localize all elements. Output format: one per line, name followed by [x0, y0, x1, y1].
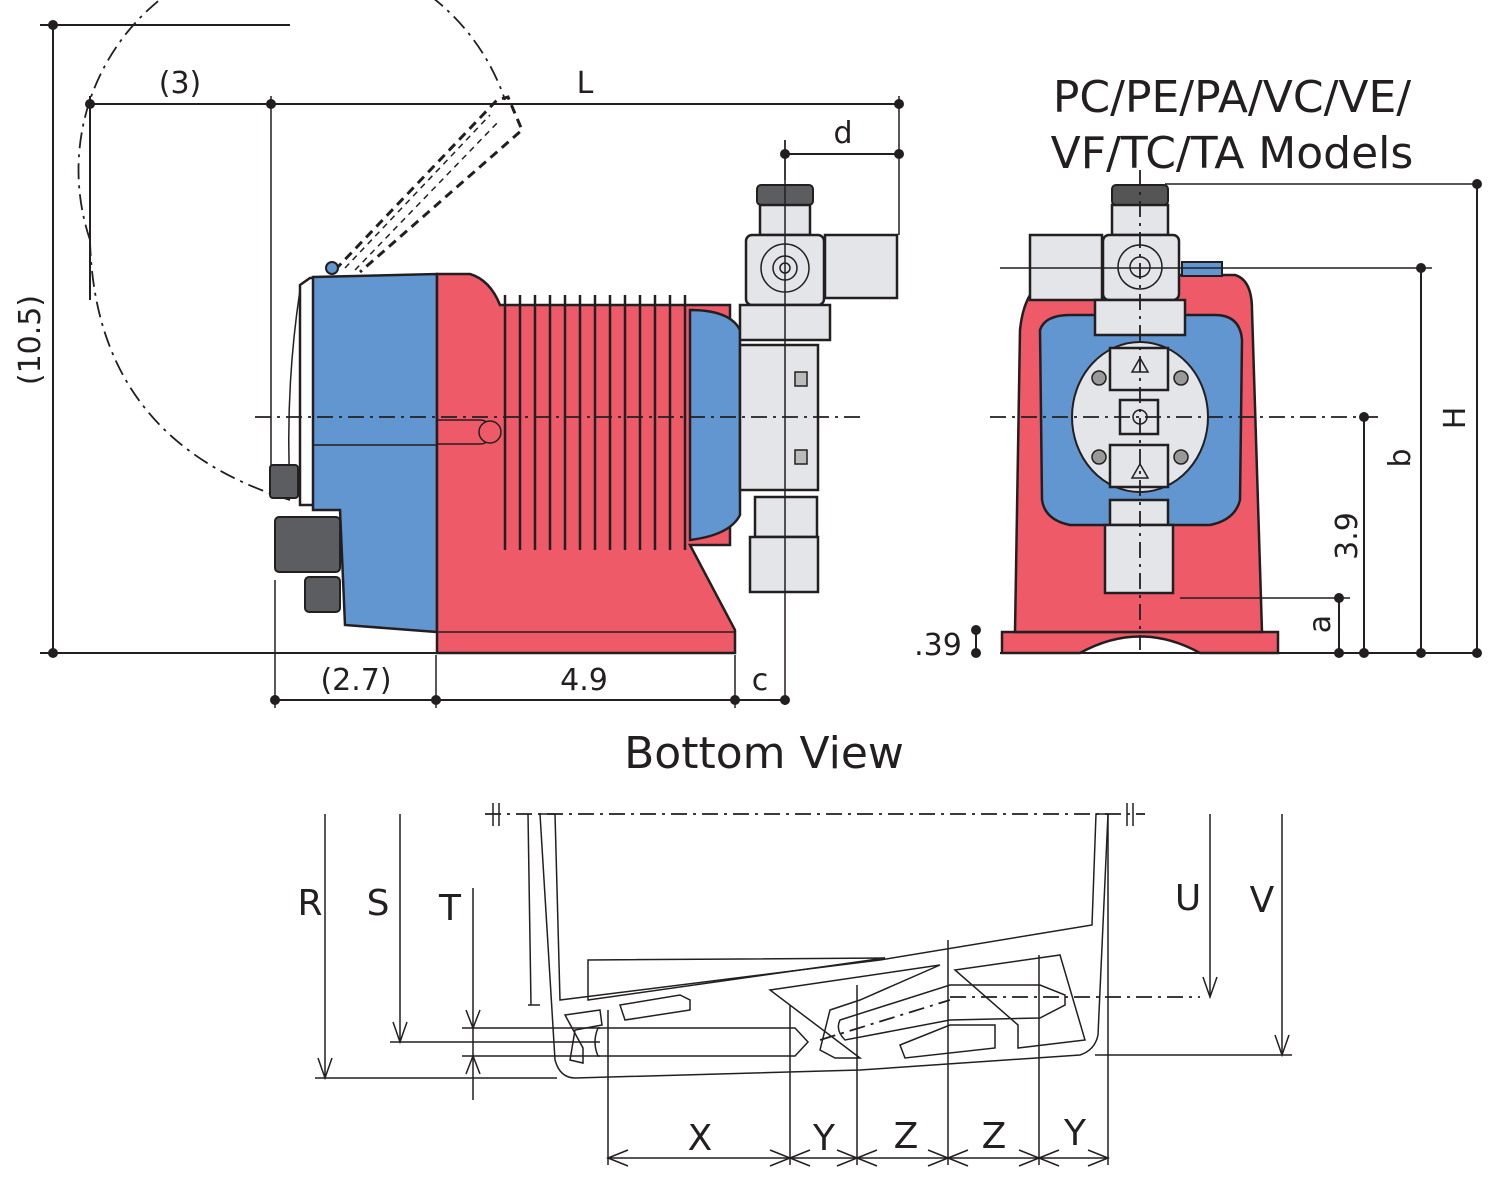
dim-U-label: U [1175, 878, 1201, 919]
base-length-label: 4.9 [560, 663, 608, 698]
open-lid-outline [333, 95, 524, 274]
dim-Z-label-2: Z [982, 1116, 1007, 1157]
center-height-label: 3.9 [1330, 512, 1365, 560]
bottom-view-heading: Bottom View [624, 728, 904, 779]
lid-swing-arc [77, 0, 506, 241]
model-title-line2: VF/TC/TA Models [1051, 128, 1414, 179]
dim-Z-label-1: Z [894, 1116, 919, 1157]
dim-T-label: T [438, 888, 462, 929]
pump-head-cap [688, 308, 742, 542]
dim-R-label: R [297, 883, 322, 924]
lid-swing-arc-lower [89, 239, 291, 501]
base-outline [539, 813, 1109, 1079]
front-depth-label: (2.7) [320, 663, 391, 698]
overall-height-label: (10.5) [13, 295, 48, 385]
side-view: (10.5) (3) L d [13, 0, 904, 708]
side-fittings [738, 140, 899, 705]
height-H-label: H [1438, 407, 1473, 430]
dim-X-label: X [688, 1118, 713, 1159]
drive-housing [435, 272, 737, 655]
discharge-offset-label: d [833, 116, 852, 151]
signal-connector [304, 576, 341, 613]
model-title-line1: PC/PE/PA/VC/VE/ [1053, 72, 1411, 123]
suction-offset-label: c [752, 663, 769, 698]
power-connector [274, 516, 341, 573]
dim-S-label: S [367, 883, 390, 924]
cooling-fins [503, 295, 687, 550]
lid-swing-label: (3) [159, 66, 202, 101]
suction-height-label: a [1303, 615, 1338, 633]
dim-Y-label-1: Y [812, 1118, 836, 1159]
bottom-view: R S T U V X Y Z Z Y [297, 803, 1292, 1167]
dim-Y-label-2: Y [1063, 1113, 1087, 1154]
front-view: H b 3.9 a .39 [914, 170, 1482, 663]
base-thickness-label: .39 [914, 628, 962, 663]
dim-V-label: V [1250, 880, 1275, 921]
knob-connector [269, 464, 299, 499]
discharge-height-label: b [1383, 448, 1418, 467]
length-label: L [577, 66, 594, 101]
